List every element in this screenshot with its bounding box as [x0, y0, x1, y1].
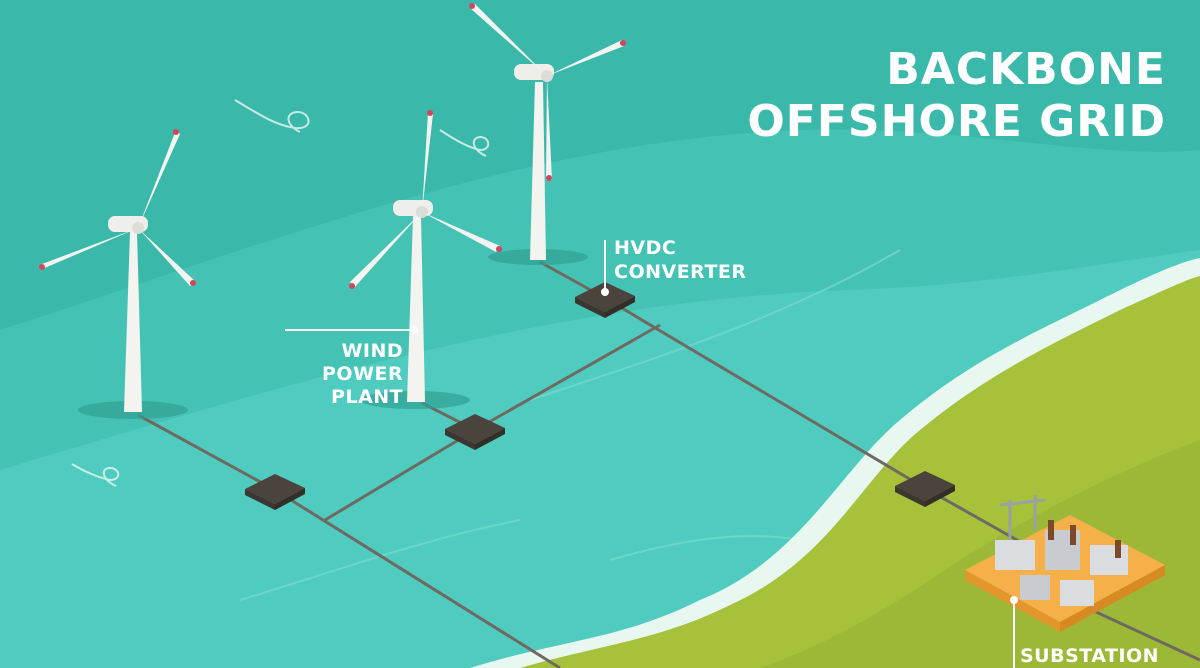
- hvdc-label-line-1: HVDC: [614, 237, 677, 259]
- title-line-1: BACKBONE: [886, 44, 1166, 95]
- substation-icon: [965, 495, 1165, 632]
- substation-leader-dot: [1010, 596, 1018, 604]
- sea-wave-line: [529, 249, 901, 401]
- wind-swirl: [71, 463, 120, 487]
- wind-leader-dot: [410, 326, 418, 334]
- wind-label-line-2: POWER: [322, 363, 404, 385]
- hvdc-label-line-2: CONVERTER: [614, 261, 747, 283]
- converter-platform: [445, 414, 505, 450]
- wind-swirl: [234, 99, 310, 133]
- title-line-2: OFFSHORE GRID: [747, 96, 1166, 147]
- cable-network: [137, 260, 1200, 668]
- hvdc-converter-platform: [575, 282, 635, 318]
- wind-turbine: [39, 129, 196, 419]
- wind-turbine: [349, 110, 502, 409]
- hvdc-converter-label: HVDC CONVERTER: [614, 236, 747, 284]
- hvdc-leader-dot: [601, 288, 609, 296]
- substation-label: SUBSTATION: [1020, 645, 1160, 667]
- wind-label-line-1: WIND: [341, 340, 404, 362]
- converter-platform: [245, 474, 305, 510]
- wind-power-plant-label: WIND POWER PLANT: [322, 340, 403, 409]
- wind-label-line-3: PLANT: [331, 386, 404, 408]
- wind-swirl: [439, 129, 490, 157]
- sea-wave-line: [609, 535, 801, 561]
- wind-turbine: [469, 3, 626, 265]
- converter-platform: [895, 471, 955, 507]
